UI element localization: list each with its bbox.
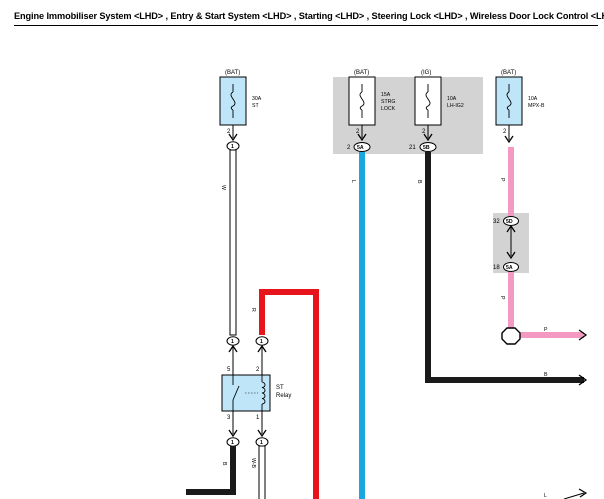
wire-relay-out-left-label: B <box>221 462 227 466</box>
fuse-lh-ig2: (IG) 10A LH-IG2 2 <box>414 70 464 142</box>
fuse-mpxb-pin: 2 <box>503 129 507 135</box>
wire-black-horizontal-label: B <box>544 372 548 378</box>
fuse-mpxb-source: (BAT) <box>501 70 516 76</box>
fuse-lhig2-pin: 2 <box>422 129 426 135</box>
fuse-mpx-b: (BAT) 10A MPX-B 2 <box>495 70 545 144</box>
wire-white-black-relay-out: W-B <box>250 445 266 499</box>
relay-pin-1: 1 <box>256 415 260 421</box>
connector-mpx-j1-number: 32 <box>493 219 500 225</box>
wire-pink-horizontal-label: P <box>544 327 548 333</box>
connector-mpx-j1: 5D 32 <box>493 216 519 260</box>
connector-relay-out-right: 1 <box>255 411 269 447</box>
fuse-st: (BAT) 30A ST 2 <box>219 70 262 135</box>
wire-bottom-right-label: L <box>544 493 547 499</box>
fuse-mpxb-amp: 10A <box>528 96 538 102</box>
fuse-strg-lock: (BAT) 15A STRG LOCK 2 <box>348 70 396 142</box>
wire-white-label: W <box>220 185 226 190</box>
fuse-lhig2-source: (IG) <box>421 70 431 76</box>
st-relay: 5 2 3 1 ST Relay <box>221 367 291 421</box>
wire-blue: L <box>350 152 365 499</box>
fuse-strg-amp: 15A <box>381 92 391 98</box>
diagram-title: Engine Immobiliser System <LHD> , Entry … <box>14 11 604 21</box>
connector-strg-out-number: 2 <box>347 145 351 151</box>
wire-black-lhig2: B B <box>416 152 588 386</box>
fuse-strg-name2: LOCK <box>381 106 396 112</box>
connector-strg-out-code: 5A <box>357 145 364 151</box>
connector-relay-in-right-pin: 1 <box>260 339 263 345</box>
connector-st-out-pin: 1 <box>231 144 234 150</box>
fuse-st-amp: 30A <box>252 96 262 102</box>
wire-black-relay-out: B <box>186 446 236 495</box>
fuse-strg-pin: 2 <box>356 129 360 135</box>
relay-pin-2: 2 <box>256 367 260 373</box>
wire-red: R <box>250 289 319 499</box>
connector-lhig2-out: 5B 21 <box>409 142 437 152</box>
connector-lhig2-out-code: 5B <box>423 145 430 151</box>
wire-relay-out-right-label: W-B <box>250 458 256 469</box>
relay-pin-3: 3 <box>227 415 231 421</box>
wire-pink-upper-label: P <box>499 178 505 182</box>
fuse-lhig2-name: LH-IG2 <box>447 103 464 109</box>
fuse-strg-source: (BAT) <box>354 70 369 76</box>
splice-point <box>501 327 521 345</box>
fuse-lhig2-amp: 10A <box>447 96 457 102</box>
connector-mpx-j2: 5A 18 <box>493 262 519 272</box>
wire-bottom-right: L <box>544 488 588 499</box>
wire-white-st: W <box>220 149 237 336</box>
relay-name-line2: Relay <box>276 393 291 399</box>
fuse-strg-name1: STRG <box>381 99 395 105</box>
connector-relay-in-left: 1 <box>226 336 240 375</box>
relay-pin-5: 5 <box>227 367 231 373</box>
wire-pink: P P P <box>499 147 588 341</box>
fuse-st-name: ST <box>252 103 259 109</box>
fuse-st-pin: 2 <box>227 129 231 135</box>
connector-relay-in-right: 1 <box>255 336 269 375</box>
connector-lhig2-out-number: 21 <box>409 145 416 151</box>
connector-strg-out: 5A 2 <box>347 142 371 152</box>
connector-relay-in-left-pin: 1 <box>231 339 234 345</box>
relay-name-line1: ST <box>276 385 284 391</box>
connector-mpx-j2-number: 18 <box>493 265 500 271</box>
title-rule <box>14 25 598 26</box>
wire-blue-label: L <box>350 180 356 183</box>
wire-red-label: R <box>250 308 256 312</box>
fuse-mpxb-name: MPX-B <box>528 103 545 109</box>
fuse-st-source: (BAT) <box>225 70 240 76</box>
connector-relay-out-right-pin: 1 <box>260 440 263 446</box>
wire-black-label: B <box>416 180 422 184</box>
connector-st-out: 1 <box>226 125 240 151</box>
wire-pink-lower-label: P <box>499 296 505 300</box>
connector-relay-out-left-pin: 1 <box>231 440 234 446</box>
connector-mpx-j1-code: 5D <box>506 219 513 225</box>
connector-mpx-j2-code: 5A <box>506 265 513 271</box>
